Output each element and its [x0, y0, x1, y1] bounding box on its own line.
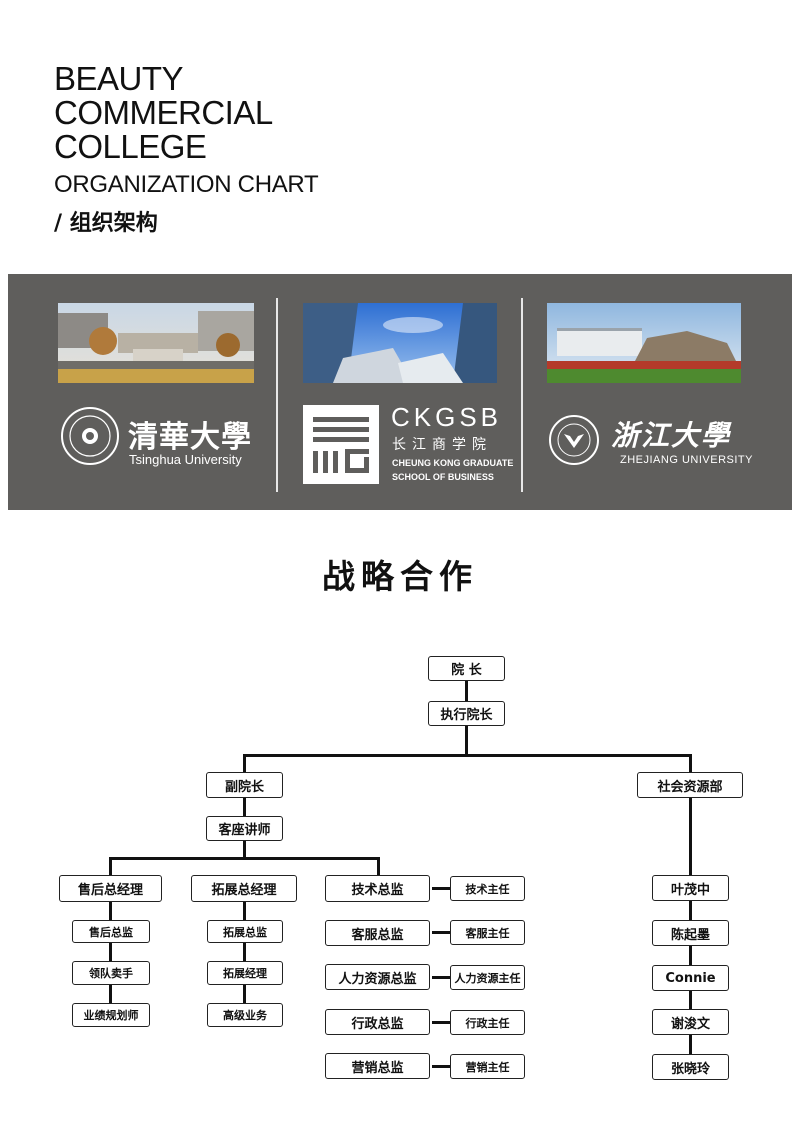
ckgsb-name-cn: 长江商学院	[392, 437, 492, 453]
connector	[432, 931, 450, 934]
connector	[689, 945, 692, 965]
subtitle: ORGANIZATION CHART	[54, 171, 319, 198]
tsinghua-seal-icon	[60, 406, 120, 466]
connector	[689, 990, 692, 1010]
connector	[465, 680, 468, 702]
title-line-3: COLLEGE	[54, 128, 207, 165]
connector	[243, 942, 246, 961]
zhejiang-photo	[547, 303, 741, 383]
team-seller-box: 领队卖手	[72, 961, 150, 985]
connector	[689, 900, 692, 920]
hr-supervisor-box: 人力资源主任	[450, 965, 525, 990]
marketing-supervisor-box: 营销主任	[450, 1054, 525, 1079]
tsinghua-photo	[58, 303, 254, 383]
tsinghua-name-cn: 清華大學	[128, 420, 252, 455]
banner-divider-2	[521, 298, 523, 492]
connector	[465, 725, 468, 755]
title-line-1: BEAUTY	[54, 60, 184, 97]
partner-banner: 清華大學 Tsinghua University	[8, 274, 792, 510]
performance-planner-box: 业绩规划师	[72, 1003, 150, 1027]
zhejiang-name-en: ZHEJIANG UNIVERSITY	[620, 454, 753, 466]
connector	[109, 942, 112, 961]
after-sales-gm-box: 售后总经理	[59, 875, 162, 902]
zhejiang-seal-icon	[548, 414, 600, 466]
social-member-box: 谢浚文	[652, 1009, 729, 1035]
connector	[109, 901, 112, 920]
social-member-box: 陈起墨	[652, 920, 729, 946]
ckgsb-name-en-1: CHEUNG KONG GRADUATE	[392, 458, 514, 468]
expansion-director-box: 拓展总监	[207, 920, 283, 943]
senior-business-box: 高级业务	[207, 1003, 283, 1027]
connector	[109, 857, 380, 860]
ckgsb-name-en-2: SCHOOL OF BUSINESS	[392, 472, 494, 482]
marketing-director-box: 营销总监	[325, 1053, 430, 1079]
connector	[243, 840, 246, 858]
connector	[432, 976, 450, 979]
guest-lecturer-box: 客座讲师	[206, 816, 283, 841]
connector	[377, 857, 380, 875]
ckgsb-emblem-icon	[303, 405, 379, 484]
social-resources-box: 社会资源部	[637, 772, 743, 798]
connector	[432, 1021, 450, 1024]
tsinghua-name-en: Tsinghua University	[129, 452, 242, 467]
title-line-2: COMMERCIAL	[54, 94, 273, 131]
dean-box: 院 长	[428, 656, 505, 681]
connector	[243, 797, 246, 817]
connector	[109, 984, 112, 1003]
admin-supervisor-box: 行政主任	[450, 1010, 525, 1035]
social-member-box: 张晓玲	[652, 1054, 729, 1080]
admin-director-box: 行政总监	[325, 1009, 430, 1035]
connector	[689, 1034, 692, 1054]
connector	[689, 797, 692, 875]
service-director-box: 客服总监	[325, 920, 430, 946]
social-member-box: 叶茂中	[652, 875, 729, 901]
expansion-gm-box: 拓展总经理	[191, 875, 297, 902]
tech-supervisor-box: 技术主任	[450, 876, 525, 901]
connector	[243, 901, 246, 920]
connector	[432, 1065, 450, 1068]
exec-dean-box: 执行院长	[428, 701, 505, 726]
banner-divider-1	[276, 298, 278, 492]
section-title: 战略合作	[322, 557, 478, 596]
zhejiang-name-cn: 浙江大學	[611, 419, 732, 452]
subtitle-cn: / 组织架构	[54, 211, 158, 236]
service-supervisor-box: 客服主任	[450, 920, 525, 945]
connector	[243, 754, 692, 757]
social-member-box: Connie	[652, 965, 729, 991]
connector	[243, 984, 246, 1003]
connector	[243, 754, 246, 772]
connector	[432, 887, 450, 890]
vice-dean-box: 副院长	[206, 772, 283, 798]
connector	[689, 754, 692, 772]
ckgsb-photo	[303, 303, 497, 383]
hr-director-box: 人力资源总监	[325, 964, 430, 990]
after-sales-director-box: 售后总监	[72, 920, 150, 943]
tech-director-box: 技术总监	[325, 875, 430, 902]
ckgsb-title: CKGSB	[391, 402, 503, 432]
connector	[109, 857, 112, 875]
expansion-manager-box: 拓展经理	[207, 961, 283, 985]
